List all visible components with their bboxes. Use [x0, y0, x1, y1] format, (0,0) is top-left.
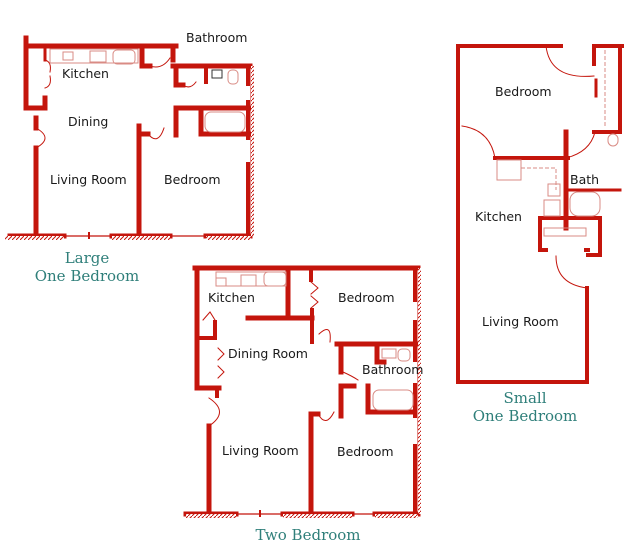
plan-caption-small-one-bedroom: Small One Bedroom [460, 389, 590, 425]
caption-line-2: One Bedroom [472, 407, 578, 425]
room-label-bedroom: Bedroom [164, 172, 221, 187]
caption-line-1: Small [503, 389, 547, 407]
large-one-bedroom-fixtures [49, 48, 246, 133]
room-label-kitchen: Kitchen [208, 290, 255, 305]
small-one-bedroom-fixtures [496, 50, 619, 237]
room-label-bathroom: Bathroom [186, 30, 248, 45]
room-label-bedroom-1: Bedroom [338, 290, 395, 305]
room-label-kitchen: Kitchen [475, 209, 522, 224]
room-label-dining: Dining [68, 114, 109, 129]
plan-caption-large-one-bedroom: Large One Bedroom [22, 249, 152, 285]
caption-line-1: Large [64, 249, 110, 267]
room-label-living-room: Living Room [482, 314, 559, 329]
room-label-living-room: Living Room [50, 172, 127, 187]
room-label-bath: Bath [570, 172, 600, 187]
room-label-kitchen: Kitchen [62, 66, 109, 81]
room-label-bedroom: Bedroom [495, 84, 552, 99]
room-label-living-room: Living Room [222, 443, 299, 458]
two-bedroom-plan [183, 265, 421, 517]
room-label-bedroom-2: Bedroom [337, 444, 394, 459]
small-one-bedroom-plan [456, 44, 624, 384]
plan-caption-two-bedroom: Two Bedroom [255, 526, 361, 544]
room-label-dining-room: Dining Room [228, 346, 308, 361]
caption-line-2: One Bedroom [34, 267, 140, 285]
room-label-bathroom: Bathroom [362, 362, 424, 377]
large-one-bedroom-plan [7, 35, 253, 239]
two-bedroom-fixtures [215, 271, 414, 411]
